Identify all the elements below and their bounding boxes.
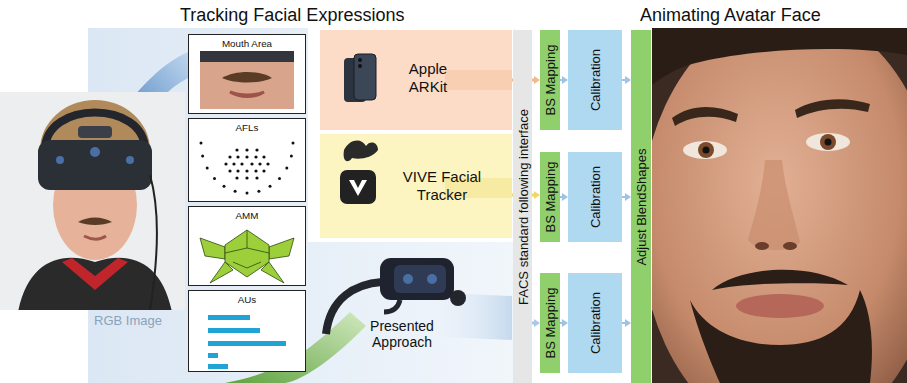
- interface-band: FACS standard following interface: [513, 30, 532, 383]
- band-text: FACS standard following interface: [516, 109, 529, 305]
- input-figures: [188, 34, 306, 372]
- avatar-face: [652, 28, 907, 383]
- flow-arrow: [622, 76, 631, 84]
- band-text: Calibration: [589, 292, 602, 354]
- calibration-box: Calibration: [568, 152, 622, 242]
- tracker-box: Apple ARKit: [320, 30, 512, 130]
- calibration-box: Calibration: [568, 30, 622, 130]
- node-title: Mouth Area: [189, 35, 305, 49]
- flow-arrow: [622, 193, 631, 201]
- band-text: Calibration: [589, 49, 602, 111]
- mapping-band: BS Mapping: [540, 152, 560, 242]
- band-text: BS Mapping: [544, 162, 557, 233]
- mapping-band: BS Mapping: [540, 273, 560, 373]
- section-heading: Animating Avatar Face: [640, 5, 821, 26]
- device-icons: [340, 54, 378, 204]
- figure-label: RGB Image: [94, 314, 162, 329]
- band-text: BS Mapping: [544, 288, 557, 359]
- rgb-photo: [0, 92, 185, 310]
- flow-arrow: [560, 76, 568, 84]
- flow-arrow: [560, 193, 568, 201]
- blendshape-band: Adjust BlendShapes: [631, 30, 651, 383]
- input-box: AMM: [188, 206, 306, 286]
- node-title: VIVE Facial Tracker: [386, 168, 498, 204]
- band-text: Adjust BlendShapes: [635, 148, 648, 265]
- node-title: AMM: [189, 207, 305, 221]
- flow-arrow: [560, 319, 568, 327]
- section-heading: Tracking Facial Expressions: [180, 5, 404, 26]
- input-box: AFLs: [188, 118, 306, 202]
- band-text: Calibration: [589, 166, 602, 228]
- band-text: BS Mapping: [544, 45, 557, 116]
- mapping-band: BS Mapping: [540, 30, 560, 130]
- node-title: Apple ARKit: [392, 60, 464, 96]
- flow-arrow: [532, 319, 540, 327]
- flow-arrow: [622, 319, 631, 327]
- node-title: AFLs: [189, 119, 305, 133]
- node-title: AUs: [189, 291, 305, 305]
- approach-label: Presented Approach: [360, 318, 444, 350]
- calibration-box: Calibration: [568, 273, 622, 373]
- input-box: AUs: [188, 290, 306, 372]
- input-box: Mouth Area: [188, 34, 306, 114]
- tracker-box: VIVE Facial Tracker: [320, 134, 512, 238]
